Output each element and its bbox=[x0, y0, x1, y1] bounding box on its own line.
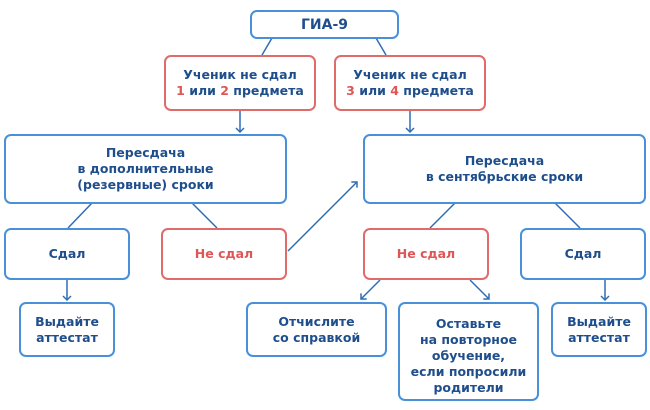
node-september-failed: Не сдал bbox=[363, 228, 489, 280]
node-september-passed: Сдал bbox=[520, 228, 646, 280]
text-subjects: предмета bbox=[398, 83, 474, 98]
count-1: 1 bbox=[176, 83, 185, 98]
edge-reserve-to-failed bbox=[191, 202, 218, 229]
node-repeat-year-line1: Оставьте bbox=[435, 316, 502, 331]
edge-root-to-failed-3-4 bbox=[375, 37, 387, 56]
node-failed-3-or-4-line2: 3 или 4 предмета bbox=[346, 83, 474, 99]
node-issue-certificate-left-line1: Выдайте bbox=[35, 313, 99, 329]
edge-root-to-failed-1-2 bbox=[261, 37, 273, 56]
node-issue-certificate-right-line2: аттестат bbox=[568, 329, 630, 345]
node-failed-3-or-4-line1: Ученик не сдал bbox=[353, 67, 467, 82]
node-failed-1-or-2-line2: 1 или 2 предмета bbox=[176, 83, 304, 99]
node-failed-1-or-2: Ученик не сдал 1 или 2 предмета bbox=[164, 55, 316, 111]
node-repeat-year-line3: обучение, bbox=[431, 348, 506, 363]
node-reserve-failed: Не сдал bbox=[161, 228, 287, 280]
node-reserve-failed-label: Не сдал bbox=[194, 246, 254, 261]
node-repeat-year-line2: на повторное bbox=[419, 332, 518, 347]
node-gia-9-label: ГИА-9 bbox=[300, 16, 349, 33]
node-september-passed-label: Сдал bbox=[564, 246, 602, 261]
node-expel: Отчислите со справкой bbox=[246, 302, 387, 357]
text-subjects: предмета bbox=[228, 83, 304, 98]
edge-september-to-passed bbox=[554, 202, 581, 229]
text-or: или bbox=[354, 83, 391, 98]
arrow-september-failed-to-repeat bbox=[469, 279, 490, 300]
node-reserve-passed: Сдал bbox=[4, 228, 130, 280]
node-issue-certificate-left: Выдайте аттестат bbox=[19, 302, 115, 357]
arrow-september-failed-to-expel bbox=[360, 279, 381, 300]
node-repeat-year-line5: родители bbox=[433, 380, 504, 395]
node-retake-reserve-line1: Пересдача bbox=[105, 145, 186, 160]
node-expel-line2: со справкой bbox=[272, 329, 361, 345]
node-expel-line1: Отчислите bbox=[278, 313, 355, 329]
arrow-reserve-failed-to-september bbox=[287, 181, 358, 252]
node-september-failed-label: Не сдал bbox=[396, 246, 456, 261]
node-reserve-passed-label: Сдал bbox=[48, 246, 86, 261]
node-gia-9: ГИА-9 bbox=[250, 10, 399, 39]
node-repeat-year-line4: если попросили bbox=[410, 364, 527, 379]
count-3: 3 bbox=[346, 83, 355, 98]
node-issue-certificate-right: Выдайте аттестат bbox=[551, 302, 647, 357]
node-failed-3-or-4: Ученик не сдал 3 или 4 предмета bbox=[334, 55, 486, 111]
node-retake-reserve-line2: в дополнительные bbox=[77, 161, 214, 176]
text-or: или bbox=[184, 83, 221, 98]
node-retake-reserve-line3: (резервные) сроки bbox=[77, 177, 214, 192]
node-retake-september-line1: Пересдача bbox=[464, 153, 545, 168]
edge-september-to-failed bbox=[429, 202, 456, 229]
node-failed-1-or-2-line1: Ученик не сдал bbox=[183, 67, 297, 82]
count-2: 2 bbox=[220, 83, 229, 98]
edge-reserve-to-passed bbox=[67, 202, 93, 229]
count-4: 4 bbox=[390, 83, 399, 98]
node-retake-september-line2: в сентябрьские сроки bbox=[425, 169, 584, 184]
node-retake-september: Пересдача в сентябрьские сроки bbox=[363, 134, 646, 204]
node-retake-reserve: Пересдача в дополнительные (резервные) с… bbox=[4, 134, 287, 204]
node-issue-certificate-left-line2: аттестат bbox=[36, 329, 98, 345]
node-repeat-year: Оставьте на повторное обучение, если поп… bbox=[398, 302, 539, 401]
node-issue-certificate-right-line1: Выдайте bbox=[567, 313, 631, 329]
